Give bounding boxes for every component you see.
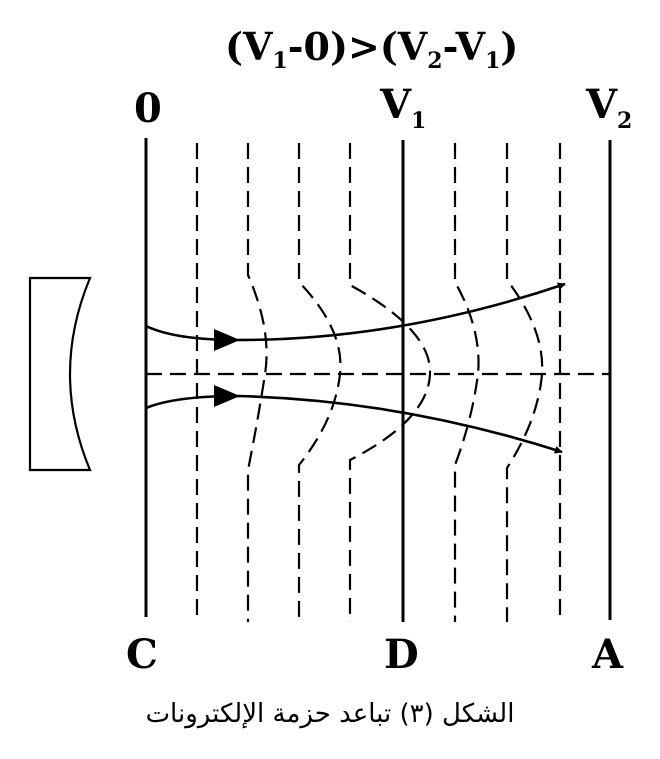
upper-electron-path [145,282,566,342]
curved-equipotential-lines [246,143,544,622]
label-c: C [126,631,158,678]
equipotential-line-6 [453,143,480,622]
v2-potential-label: V2 [585,81,632,134]
zero-potential-label: 0 [134,85,162,132]
label-a: A [591,631,624,678]
lower-electron-path [145,394,563,454]
label-d: D [384,631,419,678]
cathode-shape [28,276,92,472]
potential-inequality-title: (V1-0)>(V2-V1) [225,24,518,74]
lower-path-arrow [214,385,240,407]
equipotential-line-7 [505,143,544,622]
straight-equipotential-lines [195,143,562,622]
equipotential-line-3 [297,143,342,622]
equipotential-line-4 [348,143,432,622]
v1-potential-label: V1 [379,81,426,134]
equipotential-line-2 [246,143,268,622]
upper-path-arrow [214,329,240,351]
figure-caption: الشكل (٣) تباعد حزمة الإلكترونات [146,699,515,729]
